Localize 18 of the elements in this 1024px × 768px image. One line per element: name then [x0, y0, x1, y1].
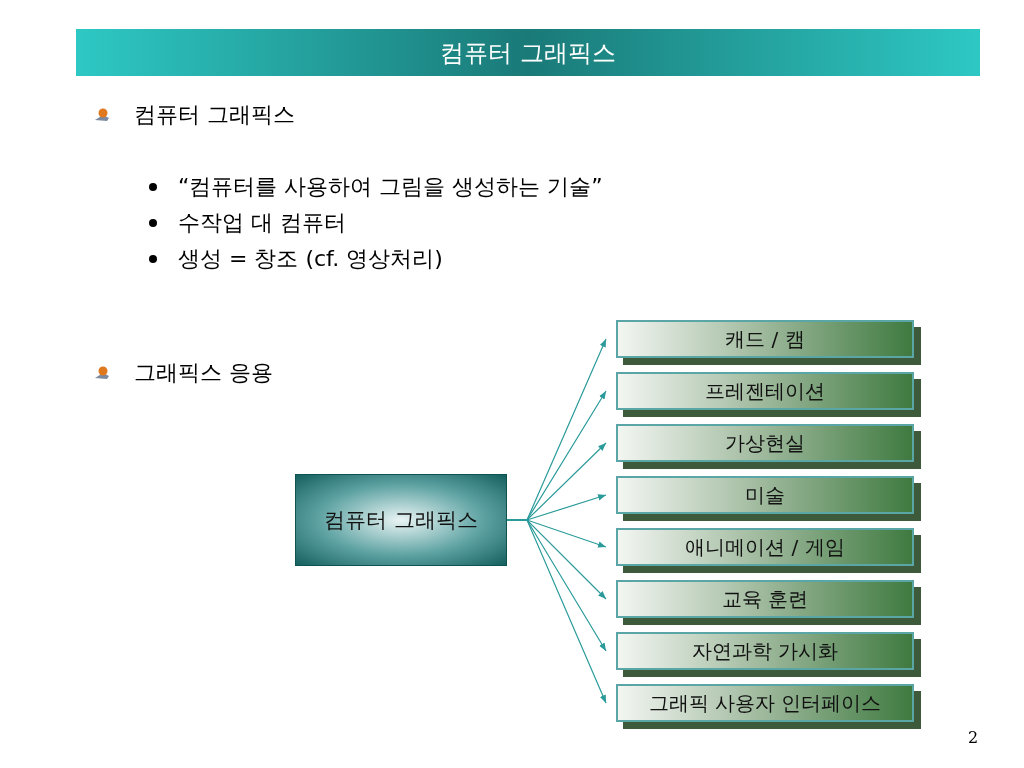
box-label: 가상현실	[725, 429, 805, 457]
central-box	[295, 474, 507, 566]
section-heading: 그래픽스 응용	[134, 359, 273, 387]
section-heading: 컴퓨터 그래픽스	[134, 101, 295, 129]
arrow	[506, 519, 607, 704]
box-label: 컴퓨터 그래픽스	[324, 507, 478, 534]
box-label: 그래픽 사용자 인터페이스	[648, 689, 882, 717]
box-label: 프레젠테이션	[705, 377, 825, 405]
box-label: 교육 훈련	[721, 585, 809, 613]
box-label: 애니메이션 / 게임	[685, 533, 845, 561]
slide-title: 컴퓨터 그래픽스	[76, 29, 980, 76]
bullet-text: “컴퓨터를 사용하여 그림을 생성하는 기술”	[178, 173, 603, 201]
box-label: 미술	[745, 481, 785, 509]
box-label: 자연과학 가시화	[691, 637, 839, 665]
bullet-text: 수작업 대 컴퓨터	[178, 209, 346, 237]
box-label: 캐드 / 캠	[725, 325, 805, 353]
page-number: 2	[968, 728, 979, 747]
bullet-text: 생성 = 창조 (cf. 영상처리)	[178, 245, 443, 273]
